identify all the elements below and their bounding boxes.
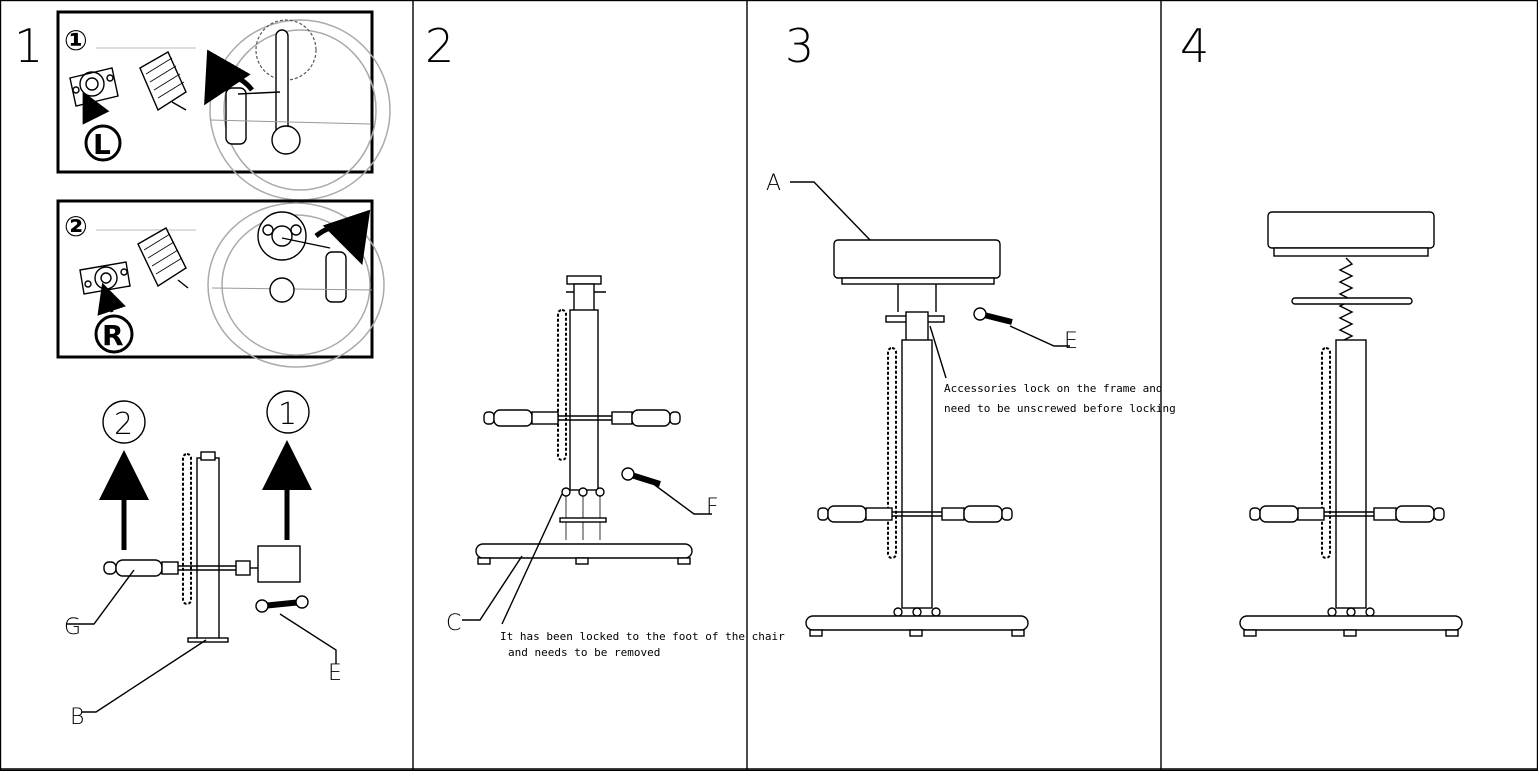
box2-number: ②: [64, 210, 88, 243]
label-e-1: E: [328, 661, 342, 686]
wrench-icon: [255, 595, 309, 613]
detail-box-right-pedal: ② R: [56, 199, 385, 368]
arrow-right-number: 1: [278, 397, 297, 432]
label-f: F: [706, 495, 719, 520]
left-bike-detail: [209, 19, 391, 201]
panel3-note-line2: need to be unscrewed before locking: [944, 402, 1176, 415]
step-number-1: 1: [14, 19, 43, 73]
panel-3: E A Accessories lock on the frame and ne…: [766, 171, 1176, 637]
label-g: G: [64, 615, 81, 640]
label-e-3: E: [1064, 329, 1078, 354]
arrow-left-number: 2: [114, 407, 133, 442]
panel-2: F C It has been locked to the foot of th…: [446, 275, 785, 659]
panel-1: ① L: [56, 10, 391, 730]
stand-assembly-2: F C: [446, 275, 719, 636]
label-b: B: [70, 705, 84, 730]
detail-box-left-pedal: ① L: [56, 10, 391, 201]
wrench-icon-2: [621, 467, 661, 487]
left-crank-plate: [69, 67, 119, 107]
left-pedal-part: [139, 51, 187, 112]
panel3-note-line1: Accessories lock on the frame and: [944, 382, 1163, 395]
step-number-3: 3: [785, 19, 814, 73]
stand-assembly-4: [1239, 211, 1463, 637]
right-pedal-part: [137, 227, 189, 289]
label-c: C: [446, 611, 461, 636]
exploded-view-pedals: 2 1: [64, 390, 342, 730]
step-number-2: 2: [425, 19, 454, 73]
panel2-note-line1: It has been locked to the foot of the ch…: [500, 630, 785, 643]
right-bike-detail: [207, 202, 385, 368]
right-crank-plate: [79, 261, 131, 295]
step-number-4: 4: [1180, 19, 1209, 73]
stand-assembly-3: E A: [766, 171, 1078, 637]
box1-number: ①: [64, 24, 88, 57]
right-marker: R: [102, 319, 124, 352]
panel2-note-line2: and needs to be removed: [508, 646, 660, 659]
wrench-icon-3: [973, 307, 1013, 325]
label-a: A: [766, 171, 781, 196]
panel-4: [1239, 211, 1463, 637]
left-marker: L: [93, 128, 111, 161]
